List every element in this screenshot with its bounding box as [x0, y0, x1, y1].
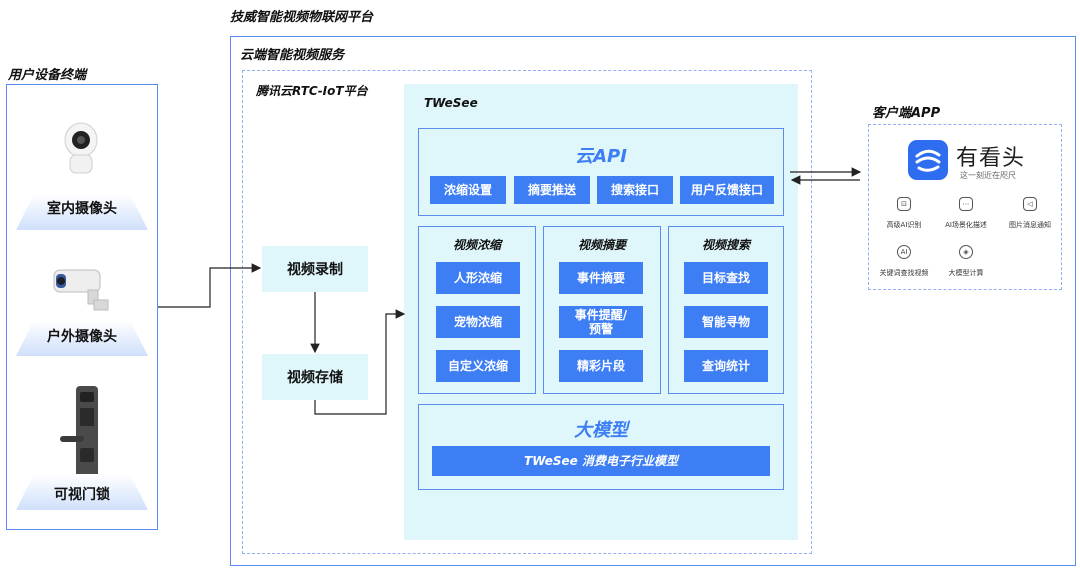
- device-label-indoor: 室内摄像头: [47, 201, 117, 217]
- arrow-storage-to-twesee: [314, 309, 406, 415]
- column-item[interactable]: 事件提醒/预警: [559, 306, 643, 338]
- model-compute-icon: ◈: [959, 245, 973, 259]
- column-title-condense: 视频浓缩: [452, 238, 501, 252]
- column-item[interactable]: 查询统计: [684, 350, 768, 382]
- rtc-platform-box: [242, 70, 812, 554]
- speaker-notify-icon: ◁: [1023, 197, 1037, 211]
- column-title-summary: 视频摘要: [577, 238, 626, 252]
- platform-title: 技威智能视频物联网平台: [230, 10, 374, 25]
- smart-door-lock-icon: [58, 384, 108, 480]
- large-model-panel: [418, 404, 784, 490]
- large-model-bar[interactable]: TWeSee 消费电子行业模型: [432, 446, 770, 476]
- device-label-lock: 可视门锁: [54, 487, 110, 503]
- video-storage-box: 视频存储: [262, 354, 368, 400]
- column-item[interactable]: 人形浓缩: [436, 262, 520, 294]
- device-platform-2: [14, 318, 150, 358]
- column-title-search: 视频搜索: [701, 238, 750, 252]
- cloud-service-box: [230, 36, 1076, 566]
- column-item[interactable]: 目标查找: [684, 262, 768, 294]
- feature-label: 图片消息通知: [1009, 221, 1051, 229]
- app-name: 有看头: [956, 146, 1026, 171]
- column-item[interactable]: 事件摘要: [559, 262, 643, 294]
- app-logo-icon: [908, 140, 948, 180]
- api-button-search[interactable]: 搜索接口: [597, 176, 673, 204]
- rtc-platform-title: 腾讯云RTC-IoT平台: [256, 84, 368, 98]
- column-item[interactable]: 精彩片段: [559, 350, 643, 382]
- cloud-api-title: 云API: [575, 146, 627, 167]
- feature-label: 高级AI识别: [886, 221, 922, 229]
- feature-label: AI场景化描述: [945, 221, 987, 229]
- arrow-devices-to-record: [158, 263, 262, 308]
- column-panel-search: [668, 226, 784, 394]
- cloud-service-title: 云端智能视频服务: [240, 48, 345, 63]
- column-item[interactable]: 宠物浓缩: [436, 306, 520, 338]
- column-panel-condense: [418, 226, 536, 394]
- api-button-summary-push[interactable]: 摘要推送: [514, 176, 590, 204]
- client-app-title: 客户端APP: [872, 106, 941, 121]
- video-record-box: 视频录制: [262, 246, 368, 292]
- column-item[interactable]: 自定义浓缩: [436, 350, 520, 382]
- large-model-title: 大模型: [574, 420, 628, 441]
- device-label-outdoor: 户外摄像头: [47, 329, 117, 345]
- feature-label: 关键词查找视频: [879, 269, 929, 277]
- column-item[interactable]: 智能寻物: [684, 306, 768, 338]
- chat-description-icon: ⋯: [959, 197, 973, 211]
- device-section-title: 用户设备终端: [8, 68, 87, 83]
- outdoor-camera-icon: [50, 262, 112, 314]
- api-button-feedback[interactable]: 用户反馈接口: [680, 176, 774, 204]
- twesee-title: TWeSee: [424, 96, 478, 110]
- device-platform-3: [14, 472, 150, 512]
- ai-recognition-icon: ⊡: [897, 197, 911, 211]
- indoor-camera-icon: [58, 118, 104, 178]
- cloud-api-panel: [418, 128, 784, 216]
- ai-search-icon: AI: [897, 245, 911, 259]
- client-app-box: [868, 124, 1062, 290]
- app-slogan: 这一刻近在咫尺: [960, 171, 1016, 180]
- device-panel: [6, 84, 158, 530]
- column-panel-summary: [543, 226, 661, 394]
- device-platform-1: [14, 192, 150, 232]
- feature-label: 大模型计算: [948, 269, 984, 277]
- api-button-condense-settings[interactable]: 浓缩设置: [430, 176, 506, 204]
